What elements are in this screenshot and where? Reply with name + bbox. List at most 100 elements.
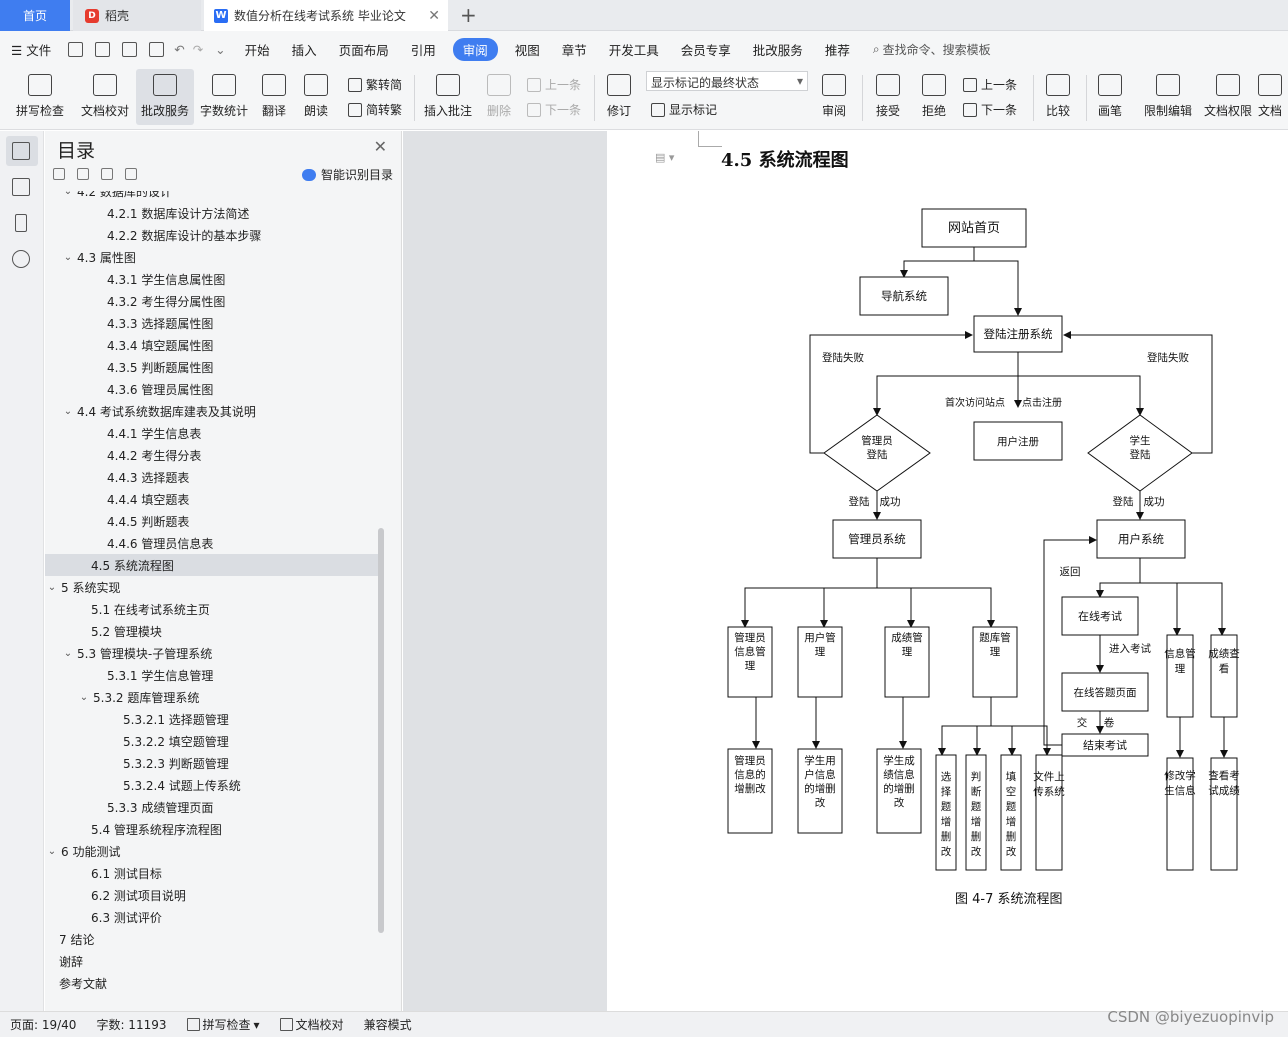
- collapse-all-icon[interactable]: [53, 168, 65, 180]
- undo-icon[interactable]: ↶: [174, 41, 185, 57]
- status-doc-proof[interactable]: 文档校对: [270, 1016, 354, 1033]
- toc-item[interactable]: ⌄5.3.2 题库管理系统: [45, 686, 379, 708]
- reject-button[interactable]: 拒绝: [914, 69, 954, 125]
- customize-icon[interactable]: ⌄: [215, 41, 226, 57]
- toc-item[interactable]: 5.4 管理系统程序流程图: [45, 818, 379, 840]
- toc-item[interactable]: 5.3.2.4 试题上传系统: [45, 774, 379, 796]
- word-count[interactable]: 字数: 11193: [96, 1018, 167, 1032]
- toc-item[interactable]: ⌄4.3 属性图: [45, 246, 379, 268]
- redo-icon[interactable]: ↷: [192, 41, 204, 57]
- add-heading-icon[interactable]: [101, 168, 113, 180]
- status-spell-check[interactable]: 拼写检查 ▾: [177, 1016, 270, 1033]
- chevron-down-icon[interactable]: ⌄: [63, 251, 73, 263]
- chevron-down-icon[interactable]: ⌄: [79, 691, 89, 703]
- tab-home[interactable]: 首页: [0, 0, 70, 31]
- next-change-button[interactable]: 下一条: [963, 101, 1017, 118]
- show-markup-button[interactable]: 显示标记: [651, 101, 717, 118]
- toc-item[interactable]: 5.3.2.1 选择题管理: [45, 708, 379, 730]
- print-icon[interactable]: [122, 41, 138, 57]
- chevron-down-icon[interactable]: ⌄: [63, 647, 73, 659]
- chevron-down-icon[interactable]: ⌄: [63, 405, 73, 417]
- toc-item[interactable]: 4.4.1 学生信息表: [45, 422, 379, 444]
- accept-button[interactable]: 接受: [868, 69, 908, 125]
- simp-to-trad-button[interactable]: 简转繁: [348, 101, 402, 118]
- page-indicator[interactable]: 页面: 19/40: [10, 1018, 77, 1032]
- toc-item[interactable]: 4.4.2 考生得分表: [45, 444, 379, 466]
- doc-permission-button[interactable]: 文档权限: [1200, 69, 1256, 125]
- toc-item[interactable]: 5.3.1 学生信息管理: [45, 664, 379, 686]
- toc-item[interactable]: 4.3.5 判断题属性图: [45, 356, 379, 378]
- toc-item[interactable]: 参考文献: [45, 972, 379, 994]
- toc-item[interactable]: 5.1 在线考试系统主页: [45, 598, 379, 620]
- toc-item[interactable]: 4.2.2 数据库设计的基本步骤: [45, 224, 379, 246]
- search-icon[interactable]: [12, 250, 30, 268]
- close-icon[interactable]: ✕: [373, 137, 387, 156]
- toc-item[interactable]: 5.3.2.3 判断题管理: [45, 752, 379, 774]
- file-menu[interactable]: ☰ 文件: [11, 42, 52, 58]
- spell-check-button[interactable]: 拼写检查: [8, 69, 72, 125]
- toc-scrollbar[interactable]: [378, 528, 384, 933]
- chevron-down-icon[interactable]: ⌄: [47, 581, 57, 593]
- translate-button[interactable]: 翻译: [255, 69, 293, 125]
- toc-item[interactable]: 4.3.3 选择题属性图: [45, 312, 379, 334]
- review-button[interactable]: 审阅: [814, 69, 854, 125]
- toc-item[interactable]: 4.5 系统流程图: [45, 554, 379, 576]
- toc-item[interactable]: 4.3.6 管理员属性图: [45, 378, 379, 400]
- menu-item[interactable]: 批改服务: [752, 42, 803, 58]
- toc-item[interactable]: 4.4.6 管理员信息表: [45, 532, 379, 554]
- search-command[interactable]: ⌕查找命令、搜索模板: [873, 41, 991, 58]
- menu-item[interactable]: 审阅: [452, 37, 498, 61]
- read-aloud-button[interactable]: 朗读: [297, 69, 335, 125]
- chevron-down-icon[interactable]: ⌄: [47, 845, 57, 857]
- toc-item[interactable]: 4.4.4 填空题表: [45, 488, 379, 510]
- chevron-down-icon[interactable]: ⌄: [63, 191, 73, 197]
- correct-service-button[interactable]: 批改服务: [136, 69, 194, 125]
- word-count-button[interactable]: 字数统计: [196, 69, 252, 125]
- next-comment-button[interactable]: 下一条: [527, 101, 581, 118]
- menu-item[interactable]: 推荐: [824, 42, 850, 58]
- close-icon[interactable]: ✕: [428, 7, 440, 24]
- toc-item[interactable]: 5.3.3 成绩管理页面: [45, 796, 379, 818]
- menu-item[interactable]: 开发工具: [608, 42, 659, 58]
- toc-item[interactable]: 谢辞: [45, 950, 379, 972]
- trad-to-simp-button[interactable]: 繁转简: [348, 76, 402, 93]
- toc-item[interactable]: 5.3.2.2 填空题管理: [45, 730, 379, 752]
- toc-item[interactable]: ⌄5 系统实现: [45, 576, 379, 598]
- restrict-edit-button[interactable]: 限制编辑: [1140, 69, 1196, 125]
- bookmark-icon[interactable]: [15, 214, 27, 232]
- markup-state-select[interactable]: 显示标记的最终状态▾: [646, 71, 808, 91]
- revise-button[interactable]: 修订: [600, 69, 638, 125]
- pen-button[interactable]: 画笔: [1092, 69, 1128, 125]
- toc-item[interactable]: 5.2 管理模块: [45, 620, 379, 642]
- delete-comment-button[interactable]: 删除: [480, 69, 518, 125]
- toc-item[interactable]: 4.3.4 填空题属性图: [45, 334, 379, 356]
- toc-item[interactable]: ⌄4.2 数据库的设计: [45, 191, 379, 202]
- menu-item[interactable]: 引用: [410, 42, 436, 58]
- expand-up-icon[interactable]: [77, 168, 89, 180]
- save-icon[interactable]: [68, 41, 84, 57]
- compare-button[interactable]: 比较: [1038, 69, 1078, 125]
- toc-item[interactable]: ⌄4.4 考试系统数据库建表及其说明: [45, 400, 379, 422]
- toc-item[interactable]: ⌄5.3 管理模块-子管理系统: [45, 642, 379, 664]
- smart-toc-button[interactable]: 智能识别目录: [301, 166, 393, 183]
- menu-item[interactable]: 页面布局: [338, 42, 389, 58]
- toc-item[interactable]: 4.3.1 学生信息属性图: [45, 268, 379, 290]
- insert-comment-button[interactable]: 插入批注: [420, 69, 476, 125]
- more-button[interactable]: 文档: [1258, 69, 1288, 125]
- toc-item[interactable]: ⌄6 功能测试: [45, 840, 379, 862]
- toc-item[interactable]: 4.4.3 选择题表: [45, 466, 379, 488]
- toc-item[interactable]: 6.3 测试评价: [45, 906, 379, 928]
- paragraph-icon[interactable]: ▤ ▾: [655, 151, 675, 164]
- menu-item[interactable]: 插入: [291, 42, 317, 58]
- toc-item[interactable]: 4.4.5 判断题表: [45, 510, 379, 532]
- export-icon[interactable]: [95, 41, 111, 57]
- remove-heading-icon[interactable]: [125, 168, 137, 180]
- toc-item[interactable]: 4.2.1 数据库设计方法简述: [45, 202, 379, 224]
- chapter-icon[interactable]: [12, 178, 30, 196]
- toc-item[interactable]: 7 结论: [45, 928, 379, 950]
- menu-item[interactable]: 章节: [561, 42, 587, 58]
- prev-change-button[interactable]: 上一条: [963, 76, 1017, 93]
- toc-item[interactable]: 6.1 测试目标: [45, 862, 379, 884]
